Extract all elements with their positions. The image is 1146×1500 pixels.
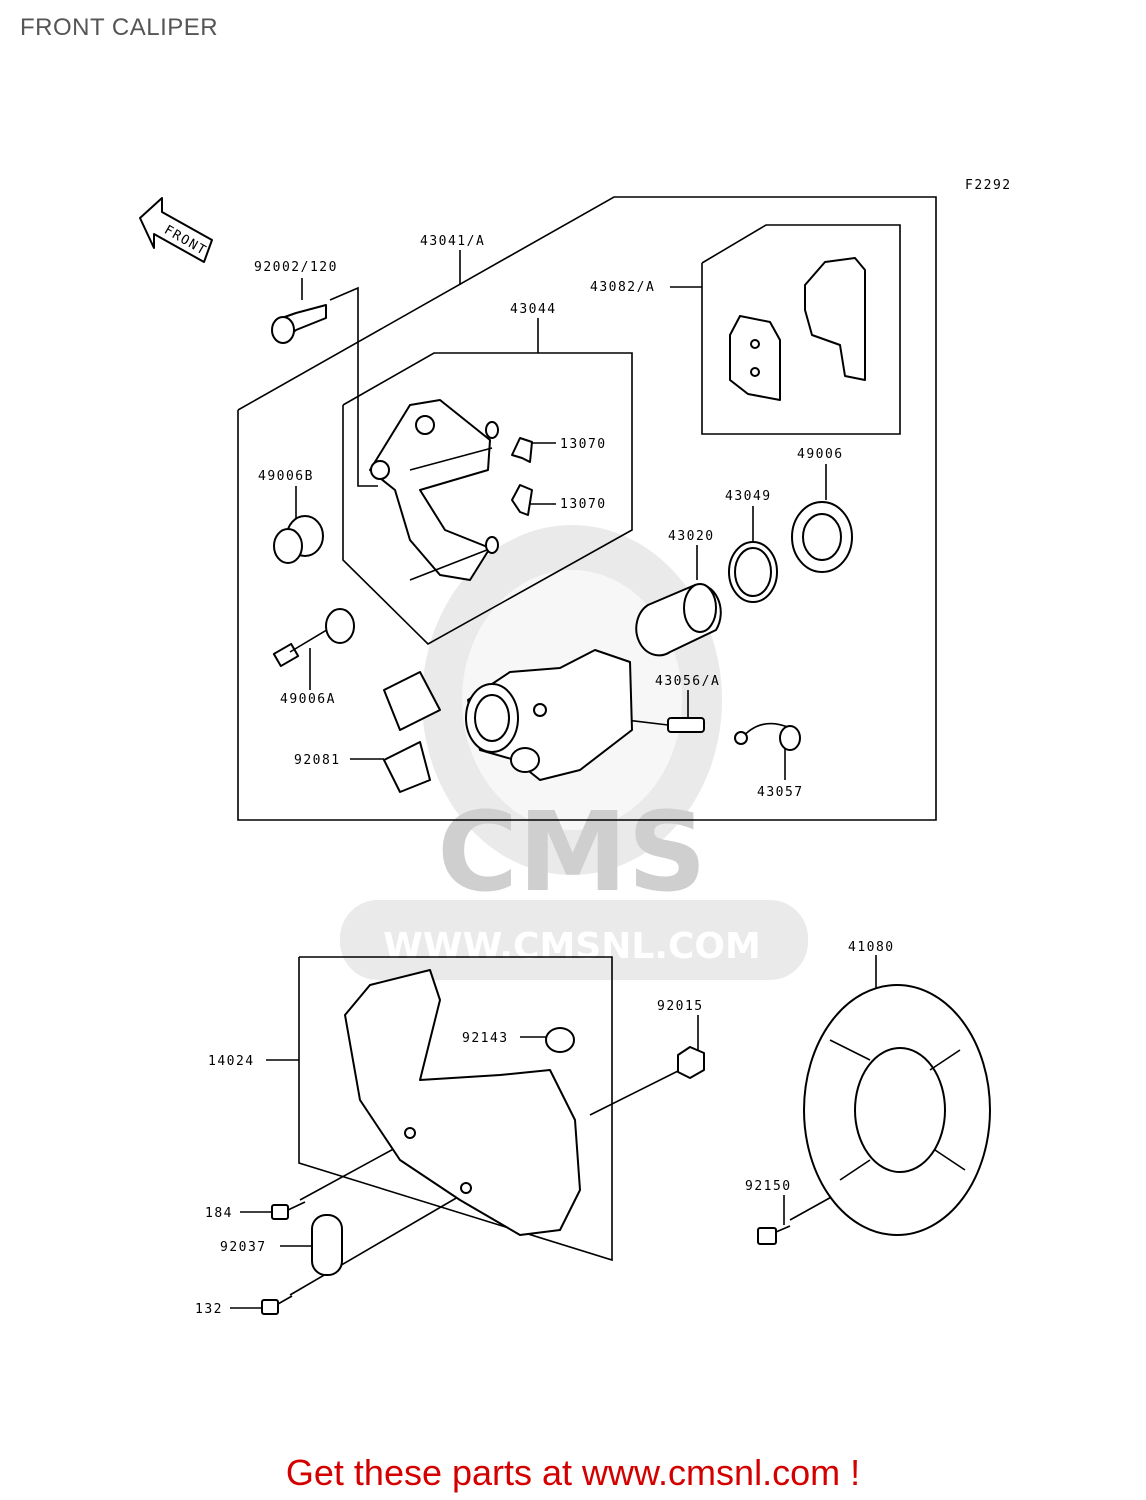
part-label-13070-a: 13070 — [560, 437, 607, 452]
boot-49006b-icon — [273, 515, 324, 564]
part-label-43041a: 43041/A — [420, 234, 485, 249]
bolt-92150-icon — [757, 1225, 791, 1245]
bolt-92143-icon — [545, 1027, 575, 1053]
part-label-49006a: 49006A — [280, 692, 336, 707]
part-label-92015: 92015 — [657, 999, 704, 1014]
dust-seal-icon — [791, 501, 853, 573]
guard-box — [298, 956, 613, 1262]
brake-disc-icon — [803, 984, 991, 1236]
part-labels: 43041/A 92002/120 43082/A 43044 13070 13… — [195, 234, 895, 1317]
watermark-url: WWW.CMSNL.COM — [383, 926, 761, 967]
pad-spring-icon — [511, 437, 533, 516]
part-label-13070-b: 13070 — [560, 497, 607, 512]
watermark-brand: CMS — [437, 788, 706, 916]
brake-pads-icon — [729, 257, 866, 401]
part-label-14024: 14024 — [208, 1054, 255, 1069]
part-label-49006: 49006 — [797, 447, 844, 462]
part-label-132: 132 — [195, 1302, 223, 1317]
page-title: FRONT CALIPER — [20, 14, 219, 41]
part-label-43020: 43020 — [668, 529, 715, 544]
caliper-bracket-icon — [369, 399, 499, 581]
part-label-41080: 41080 — [848, 940, 895, 955]
part-label-92143: 92143 — [462, 1031, 509, 1046]
disc-guard-icon — [344, 969, 581, 1236]
caliper-assembly-box — [237, 196, 937, 821]
caliper-body-icon — [465, 649, 633, 781]
part-label-92037: 92037 — [220, 1240, 267, 1255]
clamp-92037-icon — [311, 1214, 343, 1276]
pads-box — [701, 224, 901, 435]
part-label-92081: 92081 — [294, 753, 341, 768]
footer-link[interactable]: Get these parts at www.cmsnl.com ! — [285, 1452, 861, 1493]
part-label-184: 184 — [205, 1206, 233, 1221]
piston-seal-icon — [728, 541, 778, 603]
part-label-92002: 92002/120 — [254, 260, 338, 275]
bleeder-valve-icon — [667, 717, 705, 733]
part-label-43057: 43057 — [757, 785, 804, 800]
part-label-49006b: 49006B — [258, 469, 314, 484]
bracket-box — [342, 352, 633, 645]
front-arrow-icon: FRONT — [139, 197, 213, 263]
diagram-code: F2292 — [965, 178, 1012, 193]
part-label-43049: 43049 — [725, 489, 772, 504]
bolt-132-icon — [261, 1295, 293, 1315]
nut-92015-icon — [677, 1046, 705, 1079]
part-label-43082a: 43082/A — [590, 280, 655, 295]
part-label-43044: 43044 — [510, 302, 557, 317]
pad-spring-92081-icon — [383, 671, 441, 793]
piston-icon — [635, 583, 722, 657]
part-label-92150: 92150 — [745, 1179, 792, 1194]
bolt-92002-icon — [271, 304, 327, 344]
guide-pin-49006a-icon — [272, 608, 355, 668]
bolt-184-icon — [271, 1201, 306, 1220]
bleeder-cap-icon — [734, 722, 801, 751]
part-label-43056a: 43056/A — [655, 674, 720, 689]
